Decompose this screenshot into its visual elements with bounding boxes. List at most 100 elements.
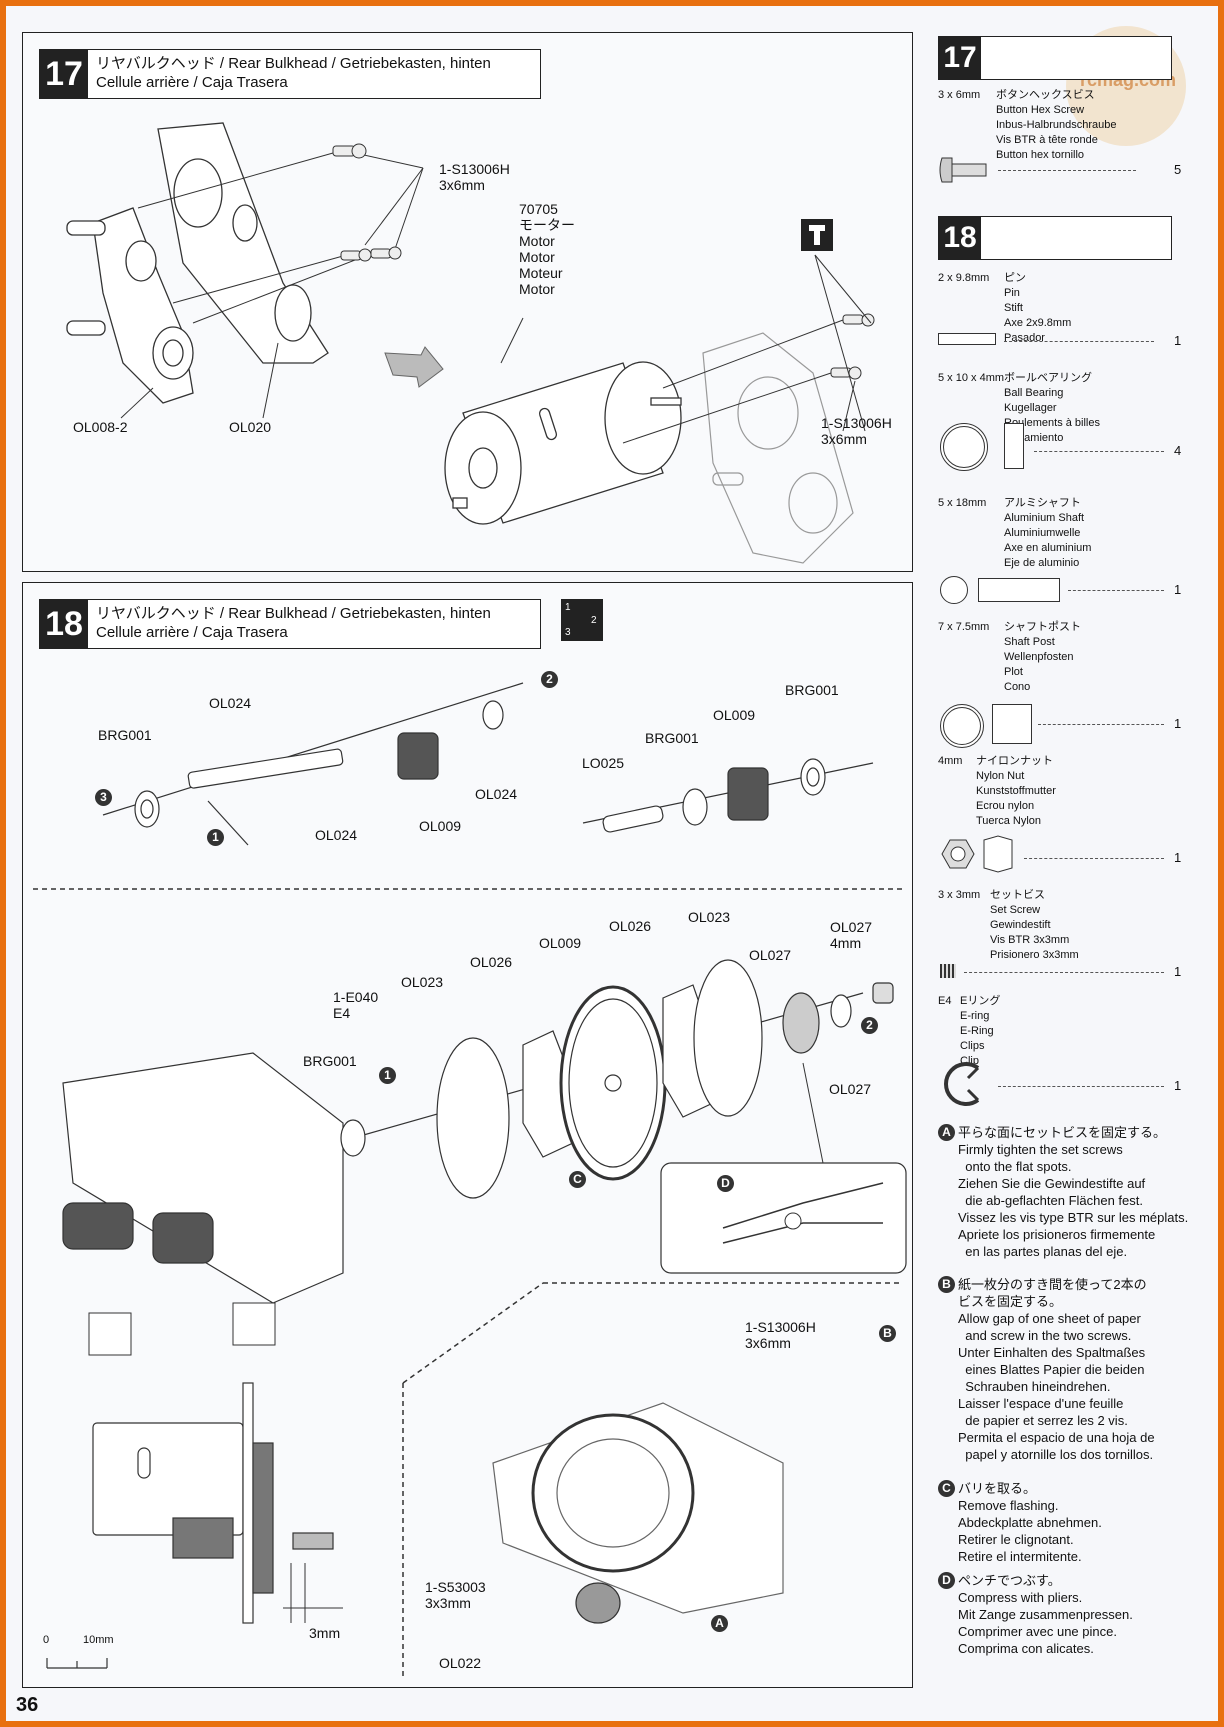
step18-illustration [33,682,907,1678]
label-ol022: OL022 [439,1655,482,1671]
step17-header: 17 リヤバルクヘッド / Rear Bulkhead / Getriebeka… [39,49,541,99]
label-ol008: OL008-2 [73,419,128,435]
qty-dots [1024,858,1164,859]
label-ol023-b: OL023 [688,909,731,925]
label-screw-b: 1-S13006H 3x6mm [821,415,892,447]
label-set-screw: 1-S53003 3x3mm [425,1579,486,1611]
label-e040: 1-E040 E4 [333,989,379,1021]
marker-1-pin: 1 [207,829,224,846]
part-names: ナイロンナット Nylon Nut Kunststoffmutter Ecrou… [976,755,1056,827]
label-ol026-a: OL026 [470,954,513,970]
bulkhead-plate-illustration [66,122,875,564]
part-shaft-post: 7 x 7.5mm シャフトポスト Shaft Post Wellenpfost… [938,620,1198,748]
label-ol023-a: OL023 [401,974,444,990]
step17-title: リヤバルクヘッド / Rear Bulkhead / Getriebekaste… [96,55,491,72]
qty-dots [1004,341,1154,342]
order-mark-3: 3 [565,627,571,638]
label-lo025: LO025 [582,755,625,771]
qty-dots [1038,724,1164,725]
bearing-icon [940,423,988,471]
part-button-hex-screw: 3 x 6mm ボタンヘックスビス Button Hex Screw Inbus… [938,88,1198,183]
page-number: 36 [16,1694,39,1716]
shaft-end-icon [940,576,968,604]
label-ol027-mid: OL027 [749,947,792,963]
marker-2-top: 2 [541,671,558,688]
step18-panel: 18 リヤバルクヘッド / Rear Bulkhead / Getriebeka… [22,582,913,1688]
step17-number: 17 [40,50,88,98]
part-names: Eリング E-ring E-Ring Clips Clip [960,995,1001,1067]
step18-header: 18 リヤバルクヘッド / Rear Bulkhead / Getriebeka… [39,599,541,649]
label-ol009-c: OL009 [539,935,582,951]
step17-subtitle: Cellule arrière / Caja Trasera [96,74,288,91]
label-ol027-top: OL027 4mm [830,919,873,951]
part-qty: 1 [1174,582,1182,597]
step18-number: 18 [40,600,88,648]
qty-dots [998,170,1136,171]
part-qty: 1 [1174,964,1182,979]
step18-subtitle: Cellule arrière / Caja Trasera [96,624,288,641]
part-set-screw: 3 x 3mm セットビス Set Screw Gewindestift Vis… [938,888,1198,988]
note-marker-a: A [938,1124,955,1141]
pin-icon [938,333,996,345]
part-size: 5 x 18mm [938,497,987,509]
part-size: 5 x 10 x 4mm [938,372,1005,384]
order-mark-1: 1 [565,602,571,613]
part-size: 3 x 3mm [938,889,981,901]
part-names: ピン Pin Stift Axe 2x9.8mm Pasador [1004,272,1072,344]
marker-1-shaft: 1 [379,1067,396,1084]
part-size: 2 x 9.8mm [938,272,990,284]
part-names: シャフトポスト Shaft Post Wellenpfosten Plot Co… [1004,621,1081,693]
part-aluminium-shaft: 5 x 18mm アルミシャフト Aluminium Shaft Alumini… [938,496,1198,604]
note-marker-d: D [938,1572,955,1589]
label-brg001-a: BRG001 [98,727,152,743]
part-qty: 1 [1174,716,1182,731]
part-size: 4mm [938,755,963,767]
note-text-c: バリを取る。 Remove flashing. Abdeckplatte abn… [958,1481,1102,1564]
label-screw-c: 1-S13006H 3x6mm [745,1319,816,1351]
screw-icon [939,157,987,183]
part-nylon-nut: 4mm ナイロンナット Nylon Nut Kunststoffmutter E… [938,754,1198,873]
part-size: 3 x 6mm [938,89,981,101]
label-motor: 70705 モーター Motor Motor Moteur Motor [519,201,575,297]
label-scale-10: 10mm [83,1634,114,1646]
shaft-post-side-icon [992,704,1032,744]
qty-dots [1034,451,1164,452]
label-ol020: OL020 [229,419,272,435]
part-qty: 4 [1174,443,1182,458]
label-brg001-b: BRG001 [645,730,699,746]
bearing-side-icon [1004,423,1024,469]
marker-3-left: 3 [95,789,112,806]
shaft-side-icon [978,578,1060,602]
label-ol024-pin: OL024 [315,827,358,843]
order-mark-2: 2 [591,615,597,626]
part-qty: 1 [1174,1078,1182,1093]
sidebar-step17-number: 17 [939,37,981,79]
label-ol026-b: OL026 [609,918,652,934]
note-text-b: 紙一枚分のすき間を使って2本の ビスを固定する。 Allow gap of on… [958,1277,1155,1462]
label-ol027-bot: OL027 [829,1081,872,1097]
part-qty: 5 [1174,162,1182,177]
part-pin: 2 x 9.8mm ピン Pin Stift Axe 2x9.8mm Pasad… [938,271,1198,361]
e-ring-icon [944,1062,980,1106]
label-brg001-c: BRG001 [785,682,839,698]
sidebar-step18-number: 18 [939,217,981,259]
part-ball-bearing: 5 x 10 x 4mm ボールベアリング Ball Bearing Kugel… [938,371,1198,471]
assembly-order-icon: 1 2 3 [561,599,603,641]
marker-a: A [711,1615,728,1632]
label-brg001-d: BRG001 [303,1053,357,1069]
step18-title: リヤバルクヘッド / Rear Bulkhead / Getriebekaste… [96,605,491,622]
sidebar-step18-header: 18 [938,216,1172,260]
marker-c: C [569,1171,586,1188]
parts-sidebar: rcmag.com 17 3 x 6mm ボタンヘックスビス Button He… [926,26,1216,1706]
set-screw-icon [940,964,956,978]
note-text-a: 平らな面にセットビスを固定する。 Firmly tighten the set … [958,1125,1189,1259]
label-ol009-a: OL009 [419,818,462,834]
part-size: 7 x 7.5mm [938,621,990,633]
marker-d: D [717,1175,734,1192]
part-names: ボタンヘックスビス Button Hex Screw Inbus-Halbrun… [996,89,1117,161]
label-ol009-b: OL009 [713,707,756,723]
nut-icon [941,835,1013,873]
part-qty: 1 [1174,333,1182,348]
part-size: E4 [938,995,952,1007]
label-screw-a: 1-S13006H 3x6mm [439,161,510,193]
